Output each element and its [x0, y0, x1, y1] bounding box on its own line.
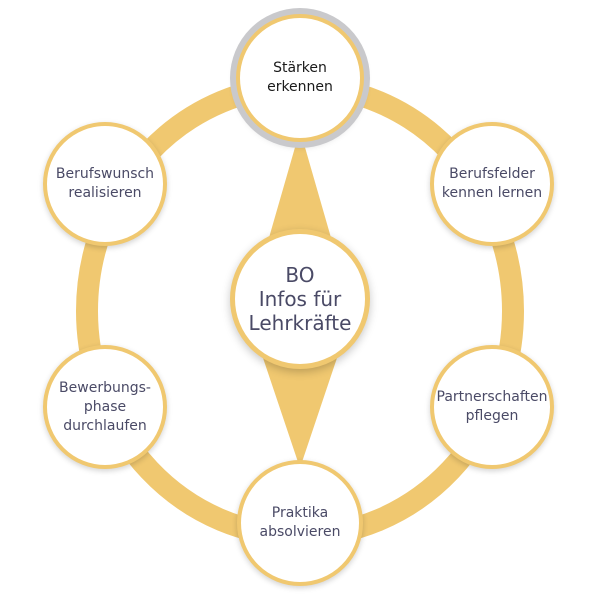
node-staerken-erkennen[interactable]: Stärken erkennen: [236, 14, 364, 142]
node-praktika-absolvieren[interactable]: Praktika absolvieren: [237, 460, 363, 586]
node-label: Berufsfelder kennen lernen: [441, 166, 543, 201]
compass-pointer-up: [262, 130, 338, 262]
node-label: Bewerbungs- phase durchlaufen: [59, 379, 151, 434]
node-berufswunsch-realisieren[interactable]: Berufswunsch realisieren: [43, 122, 167, 246]
node-label: Berufswunsch realisieren: [55, 166, 155, 201]
node-bewerbungsphase-durchlaufen[interactable]: Bewerbungs- phase durchlaufen: [43, 345, 167, 469]
node-label: Stärken erkennen: [267, 60, 333, 95]
node-label: Praktika absolvieren: [259, 505, 341, 540]
node-partnerschaften-pflegen[interactable]: Partnerschaften pflegen: [430, 345, 554, 469]
node-label: Partnerschaften pflegen: [436, 389, 548, 424]
compass-pointer-down: [262, 355, 338, 468]
node-berufsfelder-kennen-lernen[interactable]: Berufsfelder kennen lernen: [430, 122, 554, 246]
center-label: BO Infos für Lehrkräfte: [248, 263, 352, 335]
center-node-bo-infos[interactable]: BO Infos für Lehrkräfte: [230, 229, 370, 369]
